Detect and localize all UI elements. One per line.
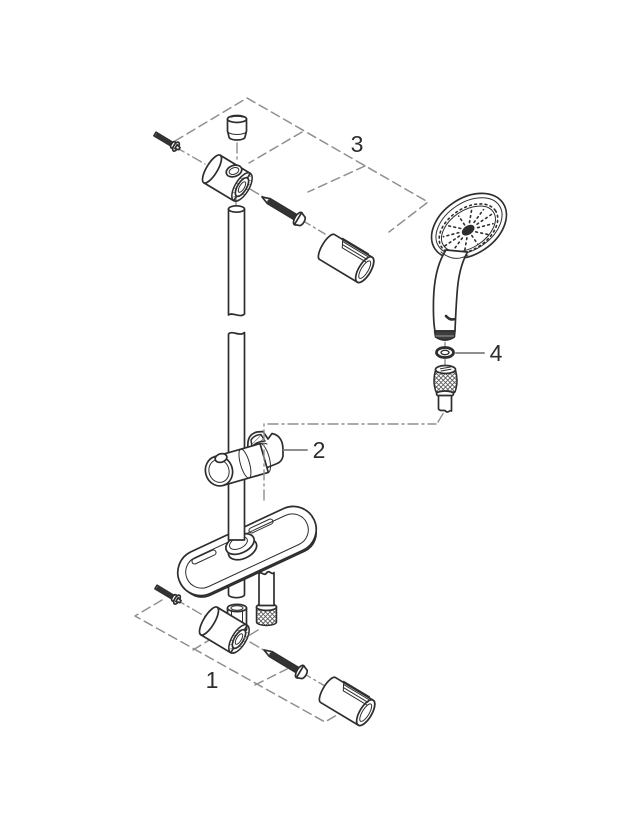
part-label-4: 4 <box>490 340 503 366</box>
wall-bracket-bottom <box>198 606 250 654</box>
bracket-top-hole <box>225 164 243 178</box>
hose-connector <box>433 364 458 413</box>
plug-fins <box>341 237 369 263</box>
wall-plug-top <box>317 233 375 284</box>
plug-fins <box>342 680 370 706</box>
mounting-screw-bottom <box>263 649 309 680</box>
hose-washer <box>435 346 455 359</box>
mounting-screw-top <box>261 196 307 227</box>
shower-rail-upper <box>227 204 246 317</box>
part-label-2: 2 <box>313 437 326 463</box>
dish-slot-right <box>248 518 274 534</box>
grub-screw-bottom <box>154 584 182 605</box>
part-label-1: 1 <box>206 667 219 693</box>
handle-logo-mark <box>444 314 456 321</box>
shower-head-face <box>430 192 508 260</box>
part-labels: 3 4 2 1 <box>206 131 503 693</box>
glide-slider <box>204 442 272 487</box>
hose-stub <box>437 394 453 413</box>
soap-dish <box>176 505 318 598</box>
handle-end-cap <box>433 330 456 341</box>
slider-lock-button <box>214 452 228 464</box>
wall-plug-bottom <box>318 676 376 727</box>
pin-socket-axis <box>244 629 259 639</box>
rail-end-pin <box>255 570 278 627</box>
spray-nozzle-dots <box>442 208 494 252</box>
part-label-3: 3 <box>351 131 364 157</box>
grub-screw-top <box>153 131 181 152</box>
cover-cap <box>226 114 248 141</box>
wall-bracket-top <box>201 154 253 202</box>
hand-shower <box>430 192 508 413</box>
dish-slot-left <box>191 549 217 565</box>
spray-center <box>461 224 475 236</box>
holder-hose-guides <box>263 411 445 501</box>
shower-rail-lower <box>227 331 246 541</box>
